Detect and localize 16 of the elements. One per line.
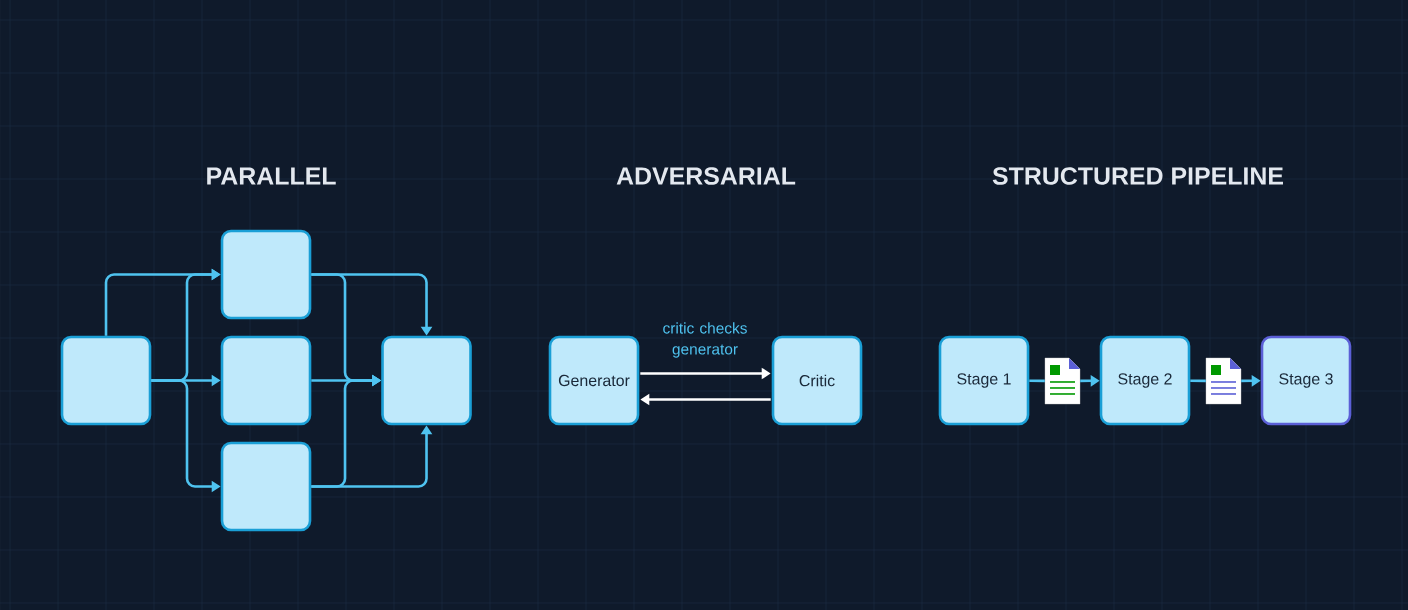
process-box: Stage 2	[1099, 335, 1191, 426]
empty-box	[220, 441, 312, 532]
section-title: PARALLEL	[207, 167, 336, 185]
document-icon	[1205, 357, 1242, 405]
document-icon	[1044, 357, 1081, 405]
edge-label: critic checks generator	[663, 322, 747, 358]
process-box: Stage 1	[938, 335, 1030, 426]
section-title: STRUCTURED PIPELINE	[992, 167, 1283, 185]
empty-box	[60, 335, 152, 426]
process-box: Critic	[771, 335, 863, 426]
empty-box	[220, 229, 312, 320]
process-box: Generator	[548, 335, 640, 426]
process-box: Stage 3	[1260, 335, 1352, 426]
empty-box	[220, 335, 312, 426]
section-title: ADVERSARIAL	[616, 167, 796, 185]
empty-box	[381, 335, 472, 426]
